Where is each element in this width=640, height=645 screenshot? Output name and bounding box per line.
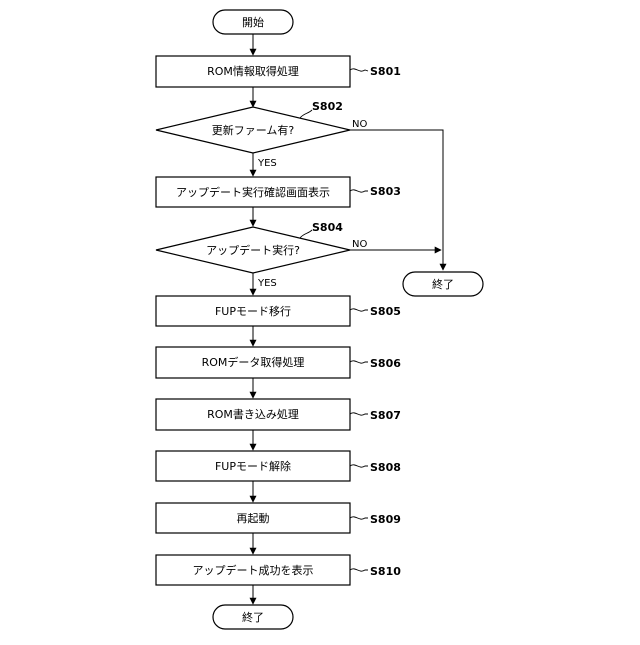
branch-label-s802-no: NO (352, 119, 367, 130)
leader-s809 (350, 517, 368, 519)
process-s808-label: FUPモード解除 (215, 459, 291, 473)
decision-s802-label: 更新ファーム有? (212, 123, 295, 137)
process-s806: ROMデータ取得処理 (156, 347, 350, 378)
leader-s808 (350, 465, 368, 467)
process-s809: 再起動 (156, 503, 350, 533)
leader-s804 (300, 230, 312, 238)
process-s810: アップデート成功を表示 (156, 555, 350, 585)
process-s809-label: 再起動 (237, 511, 270, 525)
decision-s802: 更新ファーム有? (156, 107, 350, 153)
end-terminal-bottom: 終了 (213, 605, 293, 629)
process-s803: アップデート実行確認画面表示 (156, 177, 350, 207)
leader-s810 (350, 569, 368, 571)
process-s803-label: アップデート実行確認画面表示 (176, 185, 330, 199)
start-label: 開始 (242, 15, 264, 29)
process-s805: FUPモード移行 (156, 296, 350, 326)
process-s810-label: アップデート成功を表示 (193, 563, 314, 577)
process-s801-label: ROM情報取得処理 (207, 65, 299, 78)
step-label-s802: S802 (312, 100, 343, 113)
leader-s802 (300, 110, 312, 118)
step-label-s805: S805 (370, 305, 401, 318)
process-s807-label: ROM書き込み処理 (207, 407, 299, 421)
step-label-s801: S801 (370, 65, 401, 78)
leader-s803 (350, 190, 368, 192)
leader-s807 (350, 413, 368, 415)
step-label-s809: S809 (370, 513, 401, 526)
leader-s801 (350, 69, 368, 71)
process-s801: ROM情報取得処理 (156, 56, 350, 87)
end-side-label: 終了 (432, 277, 454, 291)
step-label-s804: S804 (312, 221, 343, 234)
end-terminal-side: 終了 (403, 272, 483, 296)
step-label-s803: S803 (370, 185, 401, 198)
process-s806-label: ROMデータ取得処理 (202, 355, 305, 369)
branch-label-s804-yes: YES (257, 278, 277, 289)
branch-label-s804-no: NO (352, 239, 367, 250)
step-label-s806: S806 (370, 357, 401, 370)
process-s808: FUPモード解除 (156, 451, 350, 481)
step-label-s808: S808 (370, 461, 401, 474)
process-s805-label: FUPモード移行 (215, 305, 291, 318)
end-bottom-label: 終了 (242, 610, 264, 624)
process-s807: ROM書き込み処理 (156, 399, 350, 430)
branch-label-s802-yes: YES (257, 158, 277, 169)
leader-s805 (350, 309, 368, 311)
decision-s804-label: アップデート実行? (206, 243, 300, 257)
start-terminal: 開始 (213, 10, 293, 34)
leader-s806 (350, 361, 368, 363)
step-label-s807: S807 (370, 409, 401, 422)
step-label-s810: S810 (370, 565, 401, 578)
